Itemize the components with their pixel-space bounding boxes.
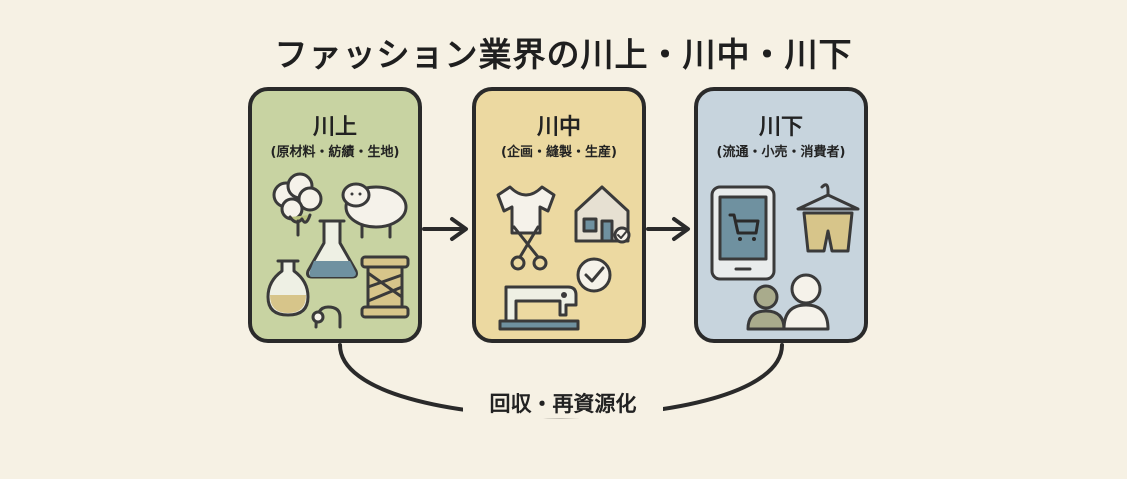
- downstream-icons: [710, 183, 860, 331]
- stage-title-downstream: 川下: [758, 115, 803, 140]
- arrow-upstream-to-midstream: [422, 217, 468, 241]
- stage-downstream: 川下 (流通・小売・消費者): [694, 87, 868, 343]
- stage-midstream: 川中 (企画・縫製・生産): [472, 87, 646, 343]
- arrow-midstream-to-downstream: [646, 217, 690, 241]
- factory-icon: [574, 185, 631, 244]
- round-flask-icon: [266, 259, 310, 317]
- scissors-icon: [510, 225, 548, 271]
- stage-title-midstream: 川中: [536, 115, 581, 140]
- tshirt-icon: [496, 185, 556, 235]
- midstream-icons: [496, 185, 631, 331]
- smartphone-cart-icon: [710, 185, 776, 281]
- thread-spool-icon: [360, 255, 410, 319]
- stage-subtitle-midstream: (企画・縫製・生産): [501, 145, 617, 160]
- upstream-icons: [266, 172, 410, 329]
- recycle-loop-label: 回収・再資源化: [463, 388, 663, 418]
- checkmark-icon: [576, 257, 612, 293]
- diagram-title: ファッション業界の川上・川中・川下: [274, 35, 853, 74]
- stage-subtitle-downstream: (流通・小売・消費者): [716, 145, 846, 160]
- stage-title-upstream: 川上: [312, 115, 357, 140]
- sheep-icon: [341, 182, 408, 239]
- stage-subtitle-upstream: (原材料・紡績・生地): [270, 145, 400, 160]
- stage-upstream: 川上 (原材料・紡績・生地): [248, 87, 422, 343]
- pipette-icon: [311, 305, 342, 329]
- flask-icon: [306, 219, 358, 279]
- consumers-icon: [746, 273, 830, 331]
- sewing-machine-icon: [498, 285, 580, 331]
- hanger-clothes-icon: [796, 183, 860, 253]
- cotton-icon: [272, 172, 323, 237]
